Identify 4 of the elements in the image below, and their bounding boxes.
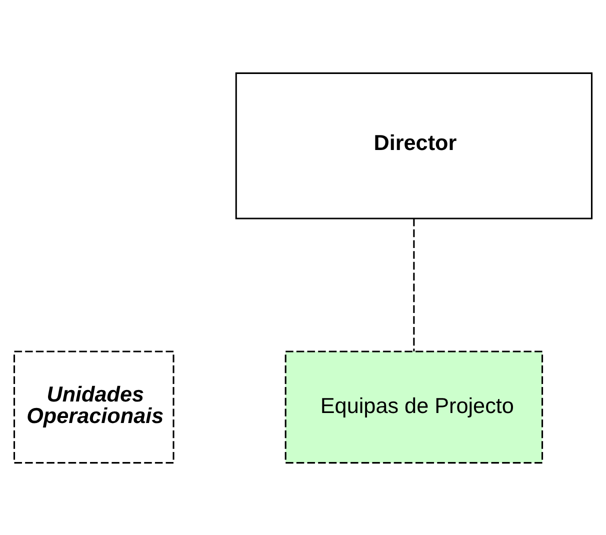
node-box: Director bbox=[235, 72, 593, 219]
connector bbox=[413, 218, 415, 351]
node-box: Equipas de Projecto bbox=[284, 350, 544, 464]
node-box: Unidades Operacionais bbox=[13, 350, 174, 464]
